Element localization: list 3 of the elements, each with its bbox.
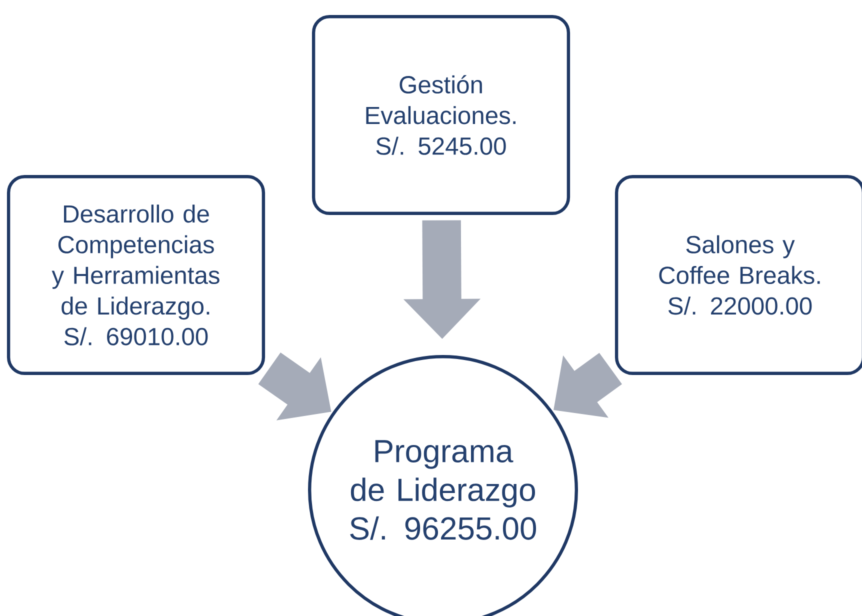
process-box: Gestión Evaluaciones. S/. 5245.00 xyxy=(312,15,570,215)
process-box: Desarrollo de Competencias y Herramientas de Liderazgo. S/. 69010.00 xyxy=(6,175,266,375)
process-box: Salones y Coffee Breaks. S/. 22000.00 xyxy=(614,175,862,375)
